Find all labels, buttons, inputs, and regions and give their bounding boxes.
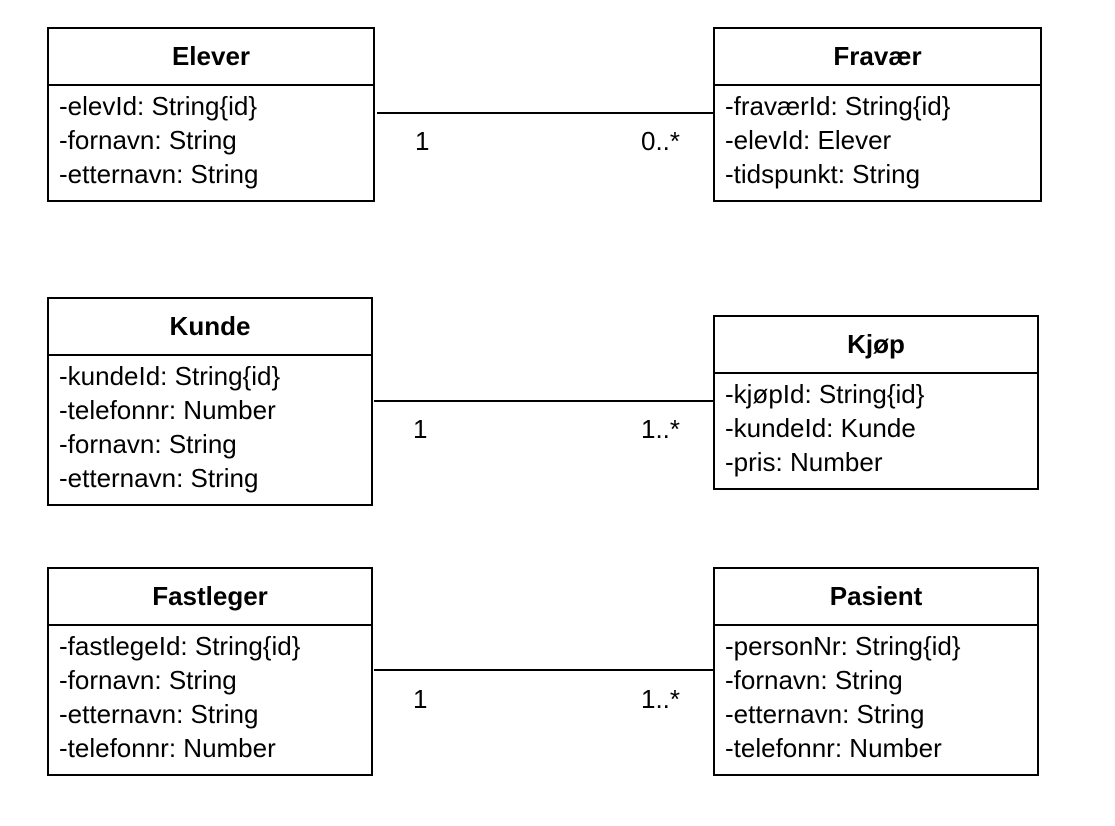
multiplicity-target: 0..* xyxy=(641,126,681,156)
attribute: -etternavn: String xyxy=(59,699,259,729)
attribute: -fornavn: String xyxy=(59,429,237,459)
attribute-list: -personNr: String{id} -fornavn: String -… xyxy=(715,626,1037,765)
attribute: -telefonnr: Number xyxy=(59,733,276,763)
attribute-list: -fraværId: String{id} -elevId: Elever -t… xyxy=(715,86,1040,191)
class-fastleger[interactable]: Fastleger -fastlegeId: String{id} -forna… xyxy=(47,567,373,776)
class-name: Kunde xyxy=(49,299,371,356)
class-kunde[interactable]: Kunde -kundeId: String{id} -telefonnr: N… xyxy=(47,297,373,506)
association-line-elever-fravaer xyxy=(377,112,713,114)
attribute-list: -fastlegeId: String{id} -fornavn: String… xyxy=(49,626,371,765)
attribute: -fastlegeId: String{id} xyxy=(59,631,301,661)
attribute-list: -kjøpId: String{id} -kundeId: Kunde -pri… xyxy=(715,374,1037,479)
multiplicity-source: 1 xyxy=(415,126,430,156)
multiplicity-source: 1 xyxy=(413,684,428,714)
attribute: -elevId: String{id} xyxy=(59,91,258,121)
class-name: Pasient xyxy=(715,569,1037,626)
attribute: -personNr: String{id} xyxy=(725,631,961,661)
class-kjop[interactable]: Kjøp -kjøpId: String{id} -kundeId: Kunde… xyxy=(713,315,1039,490)
multiplicity-source: 1 xyxy=(413,414,428,444)
attribute: -telefonnr: Number xyxy=(59,395,276,425)
attribute: -pris: Number xyxy=(725,447,883,477)
attribute: -kjøpId: String{id} xyxy=(725,379,925,409)
class-fravaer[interactable]: Fravær -fraværId: String{id} -elevId: El… xyxy=(713,27,1042,202)
attribute: -fornavn: String xyxy=(59,125,237,155)
class-name: Elever xyxy=(49,29,373,86)
attribute: -telefonnr: Number xyxy=(725,733,942,763)
attribute: -fornavn: String xyxy=(59,665,237,695)
attribute: -etternavn: String xyxy=(725,699,925,729)
association-line-kunde-kjop xyxy=(374,400,713,402)
attribute: -etternavn: String xyxy=(59,159,259,189)
attribute-list: -kundeId: String{id} -telefonnr: Number … xyxy=(49,356,371,495)
attribute: -fornavn: String xyxy=(725,665,903,695)
attribute: -fraværId: String{id} xyxy=(725,91,951,121)
association-line-fastleger-pasient xyxy=(374,669,713,671)
attribute: -kundeId: String{id} xyxy=(59,361,281,391)
class-name: Kjøp xyxy=(715,317,1037,374)
class-pasient[interactable]: Pasient -personNr: String{id} -fornavn: … xyxy=(713,567,1039,776)
attribute: -etternavn: String xyxy=(59,463,259,493)
attribute: -tidspunkt: String xyxy=(725,159,921,189)
multiplicity-target: 1..* xyxy=(641,684,681,714)
multiplicity-target: 1..* xyxy=(641,414,681,444)
attribute-list: -elevId: String{id} -fornavn: String -et… xyxy=(49,86,373,191)
class-elever[interactable]: Elever -elevId: String{id} -fornavn: Str… xyxy=(47,27,375,202)
attribute: -kundeId: Kunde xyxy=(725,413,916,443)
attribute: -elevId: Elever xyxy=(725,125,892,155)
class-name: Fravær xyxy=(715,29,1040,86)
class-name: Fastleger xyxy=(49,569,371,626)
